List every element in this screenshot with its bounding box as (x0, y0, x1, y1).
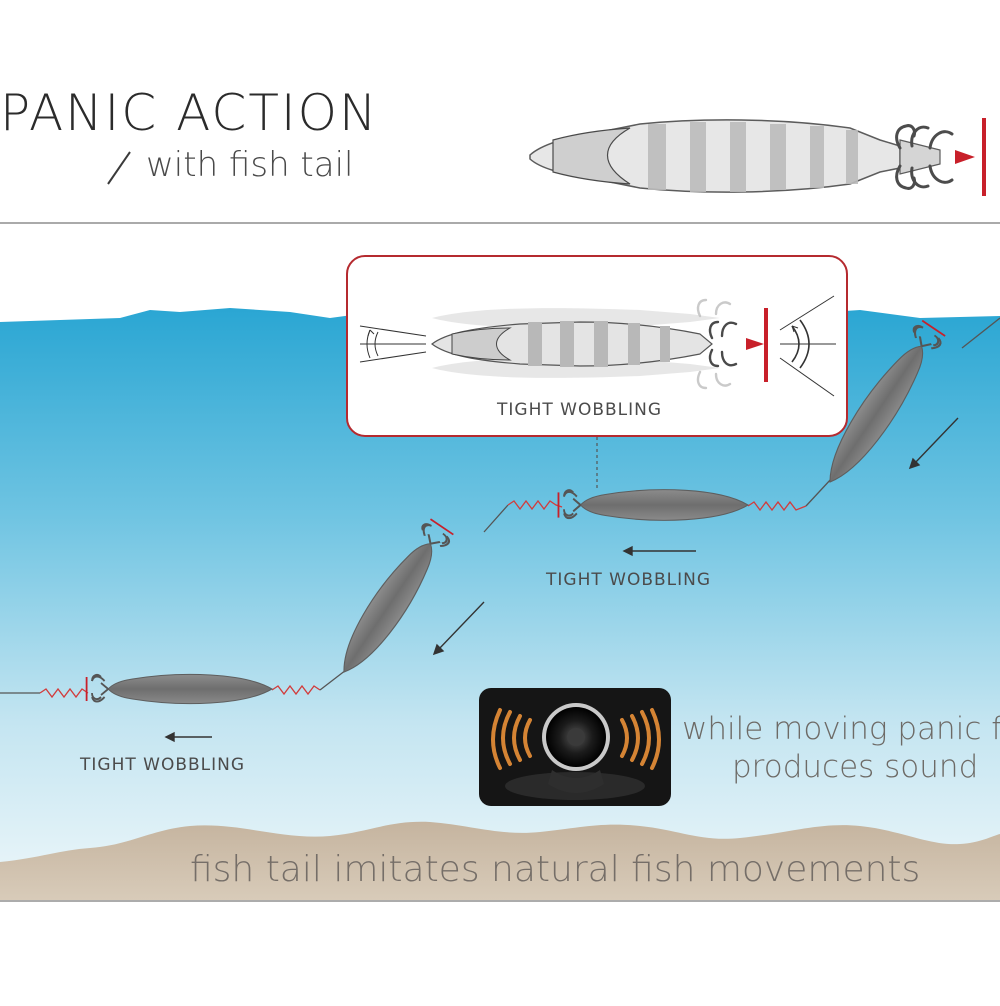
sound-line-1: while moving panic fish (682, 711, 1000, 747)
wobble-arc-right-icon (779, 295, 836, 397)
arrow-icons (164, 417, 959, 743)
slash-icon (107, 151, 131, 185)
page-title: PANIC ACTION (0, 84, 379, 142)
inset-panel (346, 255, 848, 437)
inset-label: TIGHT WOBBLING (497, 400, 663, 420)
caption: fish tail imitates natural fish movement… (190, 849, 921, 890)
left-label: TIGHT WOBBLING (80, 755, 246, 775)
header-lure-icon (529, 118, 986, 196)
speaker-icon (479, 688, 671, 806)
water-area (0, 308, 1000, 900)
page-subtitle: with fish tail (146, 145, 354, 185)
middle-label: TIGHT WOBBLING (546, 570, 712, 590)
line-path (0, 317, 1000, 699)
seabed (0, 821, 1000, 900)
sound-line-2: produces sound (732, 749, 979, 785)
wobble-arc-left-icon (359, 325, 427, 363)
